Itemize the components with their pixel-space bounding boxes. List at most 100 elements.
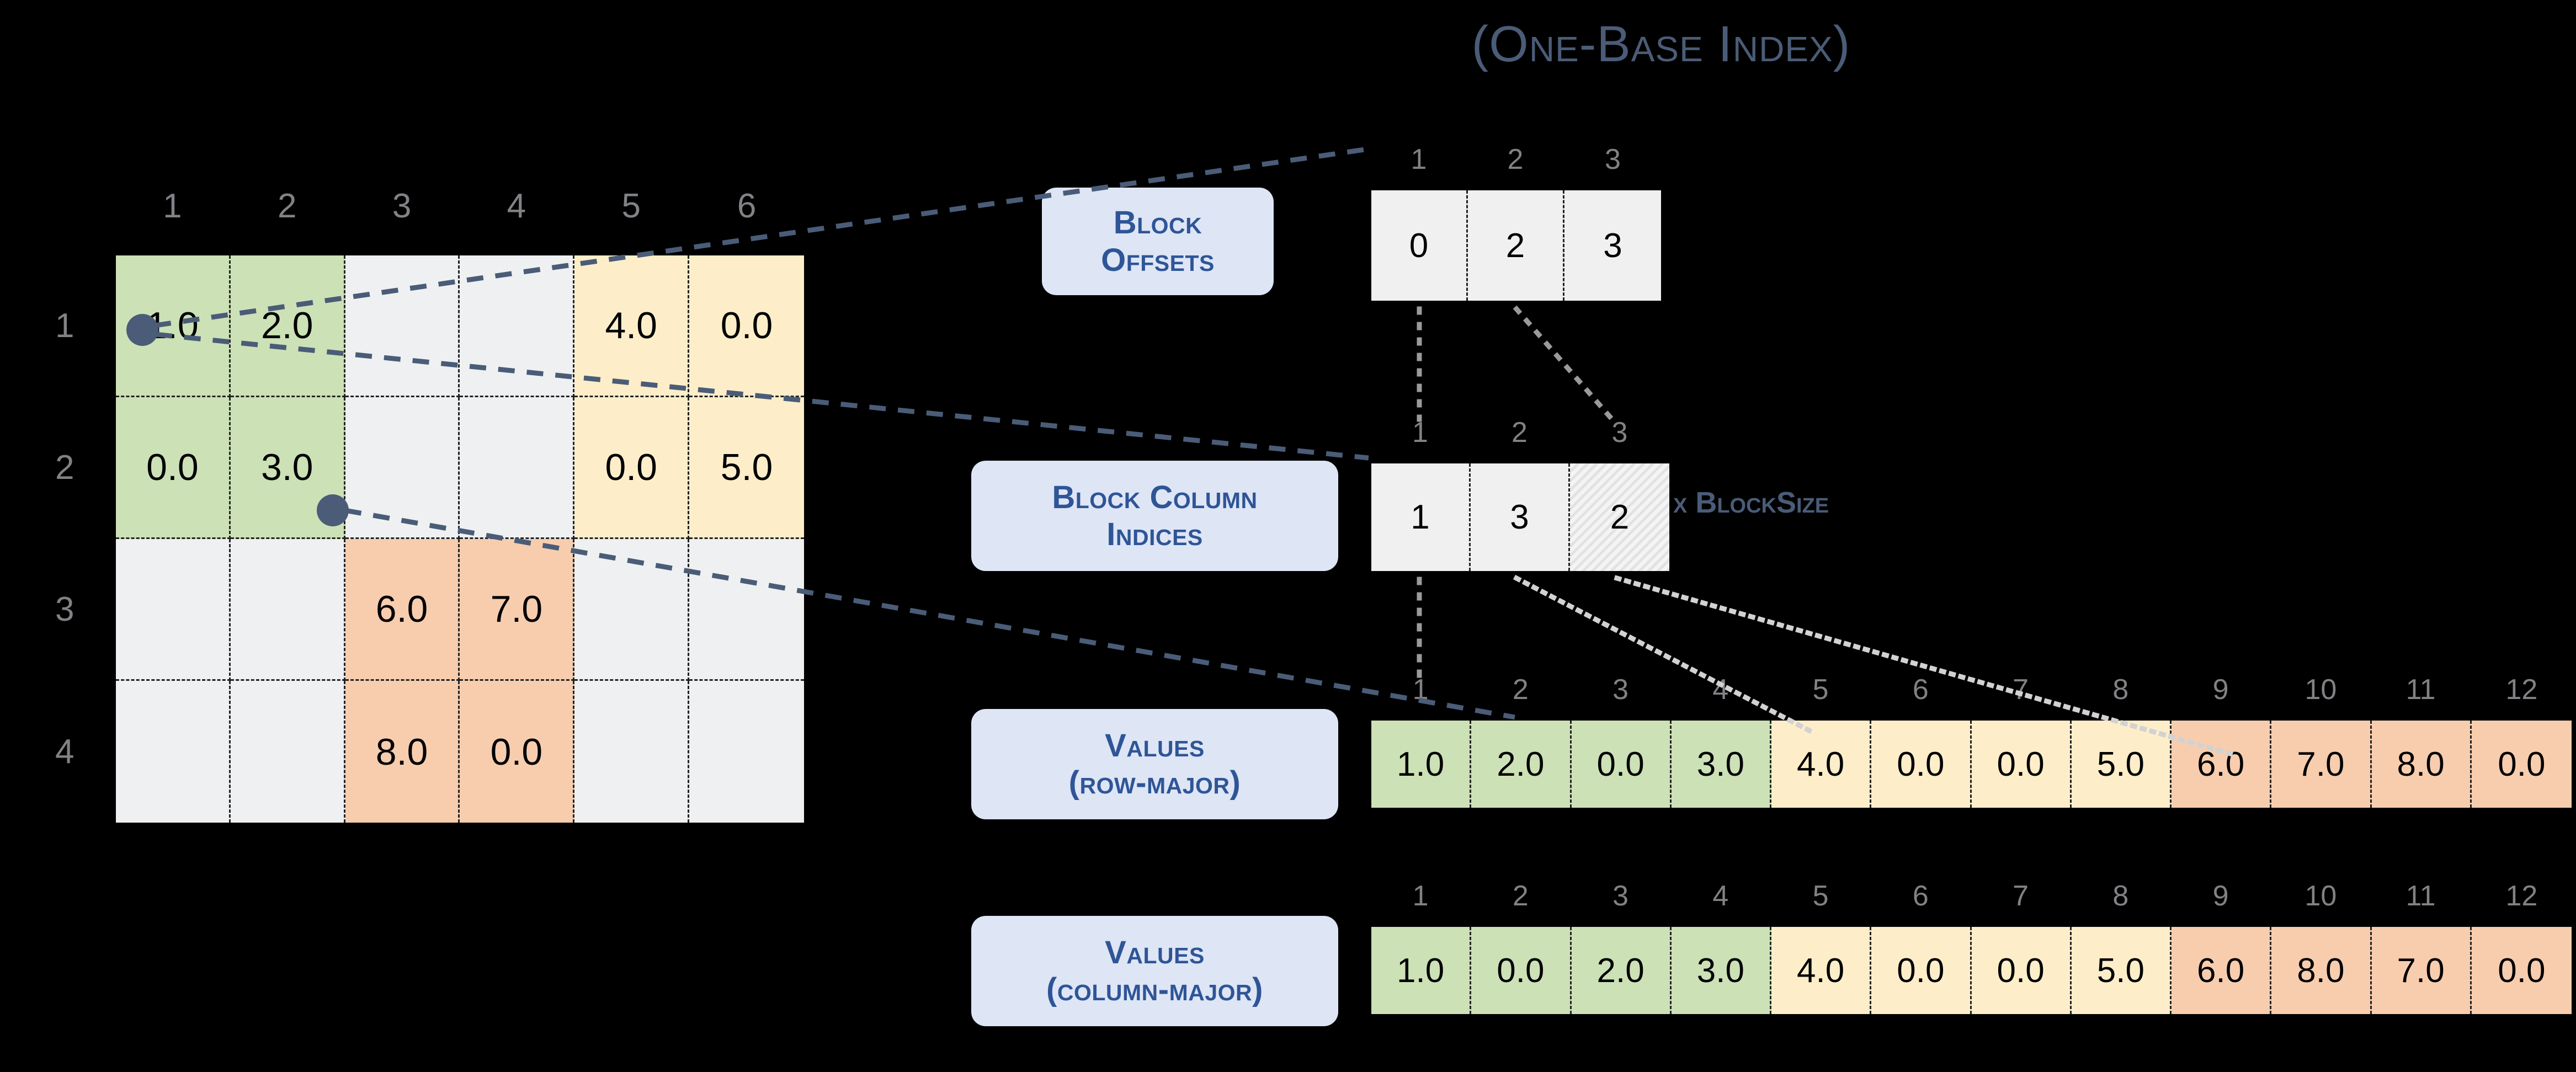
values-column-major-index-5: 5 <box>1812 880 1829 912</box>
matrix-cell-r1-c4: 4 <box>460 187 575 397</box>
values-row-major-index-1: 1 <box>1412 674 1429 706</box>
block-column-indices-value: 1 <box>1411 498 1430 536</box>
matrix-cell-r4-c4: 0.0 <box>460 681 575 823</box>
values-column-major-index-3: 3 <box>1612 880 1629 912</box>
label-values-row-major: Values (row-major) <box>971 709 1338 819</box>
values-row-major-value: 8.0 <box>2397 745 2445 783</box>
values-row-major-value: 1.0 <box>1397 745 1445 783</box>
values-column-major-index-6: 6 <box>1912 880 1929 912</box>
label-block-column-indices-line2: Indices <box>1106 516 1203 552</box>
matrix-cell-r4-c2 <box>231 681 345 823</box>
matrix-cell-r4-c1: 4 <box>55 681 231 823</box>
values-row-major-value: 7.0 <box>2297 745 2345 783</box>
values-row-major-index-7: 7 <box>2013 674 2029 706</box>
page-title: (One-Base Index) <box>1471 16 1851 72</box>
matrix-cell-r3-c5 <box>574 539 690 681</box>
matrix-cell-r2-c2: 3.0 <box>230 397 345 539</box>
values-row-major-value: 2.0 <box>1497 745 1545 783</box>
values-row-major-index-4: 4 <box>1712 674 1729 706</box>
values-column-major-value: 6.0 <box>2197 951 2245 990</box>
block-column-indices-index-3: 3 <box>1611 417 1628 449</box>
matrix-cell-r3-c4: 7.0 <box>460 539 575 681</box>
matrix-cell-r2-c5: 0.0 <box>574 397 690 539</box>
label-block-column-indices-line1: Block Column <box>1052 479 1258 515</box>
block-offsets-value: 2 <box>1505 226 1525 265</box>
values-row-major-index-8: 8 <box>2112 674 2129 706</box>
matrix-cell-r2-c6: 5.0 <box>689 397 804 539</box>
values-row-major-value: 6.0 <box>2197 745 2245 783</box>
matrix-cell-r2-c3 <box>345 397 460 539</box>
label-block-column-indices: Block Column Indices <box>971 461 1338 571</box>
matrix-cell-r3-c1: 3 <box>55 539 231 681</box>
matrix-cell-value: 4.0 <box>605 305 657 346</box>
label-block-offsets-line2: Offsets <box>1101 242 1215 278</box>
block-column-indices-value: 2 <box>1610 498 1630 536</box>
values-row-major-index-5: 5 <box>1812 674 1829 706</box>
label-block-offsets-line1: Block <box>1113 205 1202 241</box>
values-column-major-index-1: 1 <box>1412 880 1429 912</box>
values-column-major-index-10: 10 <box>2304 880 2337 912</box>
matrix-cell-r3-c6 <box>689 539 804 681</box>
matrix-column-header-5: 5 <box>621 187 641 225</box>
link-offset2-to-bci3 <box>1513 305 1621 429</box>
values-column-major-value: 0.0 <box>1897 951 1945 990</box>
block-offsets-index-2: 2 <box>1507 143 1524 175</box>
values-column-major-value: 8.0 <box>2297 951 2345 990</box>
matrix-row-header-3: 3 <box>55 590 74 628</box>
values-row-major-value: 0.0 <box>1596 745 1644 783</box>
matrix-cell-value: 0.0 <box>605 446 657 488</box>
values-column-major-index-11: 11 <box>2405 880 2436 912</box>
values-column-major-index-4: 4 <box>1712 880 1729 912</box>
link-bci2-to-value5 <box>1513 574 1819 738</box>
matrix-row-header-2: 2 <box>55 448 74 487</box>
values-column-major-index-9: 9 <box>2212 880 2229 912</box>
matrix-column-header-3: 3 <box>392 187 412 225</box>
matrix-cell-r4-c5 <box>574 681 690 823</box>
matrix-cell-r3-c3: 6.0 <box>345 539 460 681</box>
matrix-cell-value: 1.0 <box>146 305 199 346</box>
matrix-cell-r4-c3: 8.0 <box>345 681 460 823</box>
matrix-cell-r2-c4 <box>460 397 575 539</box>
block-offsets-index-1: 1 <box>1411 143 1427 175</box>
matrix-cell-value: 0.0 <box>490 730 543 773</box>
values-column-major-value: 0.0 <box>2498 951 2546 990</box>
values-row-major-value: 0.0 <box>1997 745 2045 783</box>
values-column-major-value: 4.0 <box>1797 951 1845 990</box>
values-row-major-value: 5.0 <box>2096 745 2144 783</box>
matrix-cell-value: 0.0 <box>146 446 199 488</box>
matrix-cell-r4-c6 <box>689 681 804 823</box>
values-column-major-value: 1.0 <box>1397 951 1445 990</box>
label-values-row-major-line1: Values <box>1105 727 1205 764</box>
